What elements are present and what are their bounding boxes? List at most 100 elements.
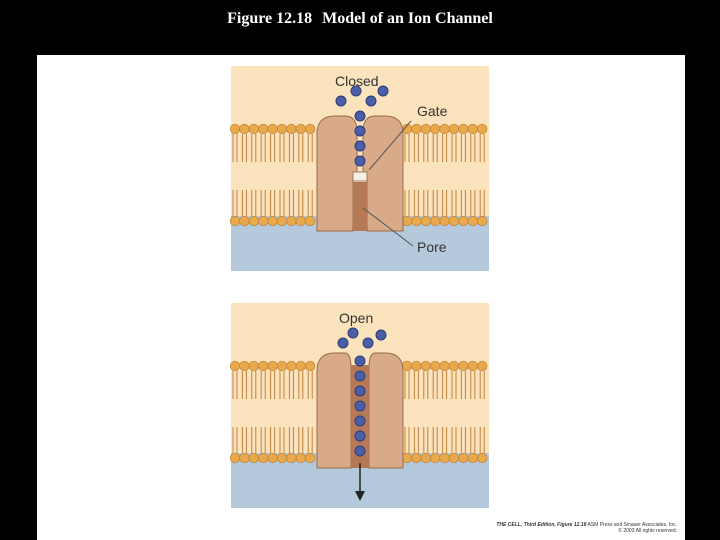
ion [354,110,366,122]
ion [354,415,366,427]
ion [354,355,366,367]
lipid-head [448,123,460,135]
lipid-head [286,123,297,135]
gate [352,171,368,182]
lipid-head [267,123,278,135]
open-panel: Open [229,303,489,508]
lipid-bilayer [229,123,488,227]
lipid-head [467,123,478,135]
lipid-bilayer [229,360,488,464]
lipid-head [467,215,478,227]
lipid-head [229,123,241,135]
lipid-head [439,215,450,227]
lipid-head [467,452,478,464]
lipid-head [258,215,269,227]
ion [337,337,349,349]
lipid-head [295,360,306,372]
lipid-head [458,215,469,227]
lipid-head [430,123,441,135]
credit-publisher: ASM Press and Sinauer Associates, Inc. [587,522,678,528]
figure-panel: Closed Gate Pore [37,55,685,540]
lipid-head [267,452,278,464]
pore-leader-line [362,207,414,247]
figure-title: Model of an Ion Channel [322,10,493,27]
lipid-head [420,123,431,135]
ion [354,400,366,412]
lipid-head [458,452,469,464]
lipid-head [477,215,488,227]
lipid-head [305,123,316,135]
closed-label: Closed [335,73,379,89]
lipid-head [430,452,441,464]
lipid-head [477,360,488,372]
lipid-head [411,123,422,135]
protein-left-half [316,352,352,469]
lipid-head [477,123,488,135]
ion-channel-diagram: Closed Gate Pore [229,66,489,508]
lipid-head [411,215,422,227]
lipid-head [458,123,469,135]
lipid-head [430,215,441,227]
lipid-head [276,123,288,135]
lipid-head [286,452,297,464]
lipid-head [248,360,259,372]
pore [353,182,367,231]
credit-copyright: © 2003 All rights reserved. [618,528,677,534]
lipid-head [439,123,450,135]
lipid-head [239,215,250,227]
lipid-head [239,452,250,464]
pore-label: Pore [417,239,447,255]
gate-label: Gate [417,103,448,119]
lipid-head [420,215,431,227]
lipid-head [286,215,297,227]
ion [377,85,389,97]
ion [362,337,374,349]
figure-credit: THE CELL, Third Edition, Figure 12.18 AS… [417,522,677,534]
ion [354,430,366,442]
lipid-head [477,452,488,464]
lipid-head [248,123,259,135]
lipid-head [248,452,259,464]
gate-leader-line [368,120,412,171]
lipid-head [248,215,259,227]
lipid-head [286,360,297,372]
lipid-head [229,452,241,464]
lipid-head [401,360,413,372]
closed-panel: Closed Gate Pore [229,66,489,271]
channel-protein [316,115,404,232]
lipid-head [467,360,478,372]
ions [335,85,389,167]
lipid-head [258,123,269,135]
protein-left-half [316,115,358,232]
ion [365,95,377,107]
lipid-head [458,360,469,372]
lipid-head [430,360,441,372]
ion [375,329,387,341]
lipid-head [439,360,450,372]
ion [354,385,366,397]
lipid-head [448,360,460,372]
lipid-head [239,123,250,135]
lipid-head [448,452,460,464]
ion [354,370,366,382]
lipid-head [239,360,250,372]
ions [337,327,387,457]
lipid-head [411,452,422,464]
figure-number: Figure 12.18 [227,10,313,27]
lipid-head [305,215,316,227]
lipid-head [295,452,306,464]
lipid-head [229,215,241,227]
ion [354,445,366,457]
ion [335,95,347,107]
open-label: Open [339,310,373,326]
ion [347,327,359,339]
ion-flow-arrowhead [355,491,365,501]
protein-right-half [368,352,404,469]
ion [354,155,366,167]
lipid-head [401,215,413,227]
protein-right-half [362,115,404,232]
lipid-head [420,452,431,464]
lipid-head [276,452,288,464]
lipid-head [267,360,278,372]
lipid-head [295,123,306,135]
